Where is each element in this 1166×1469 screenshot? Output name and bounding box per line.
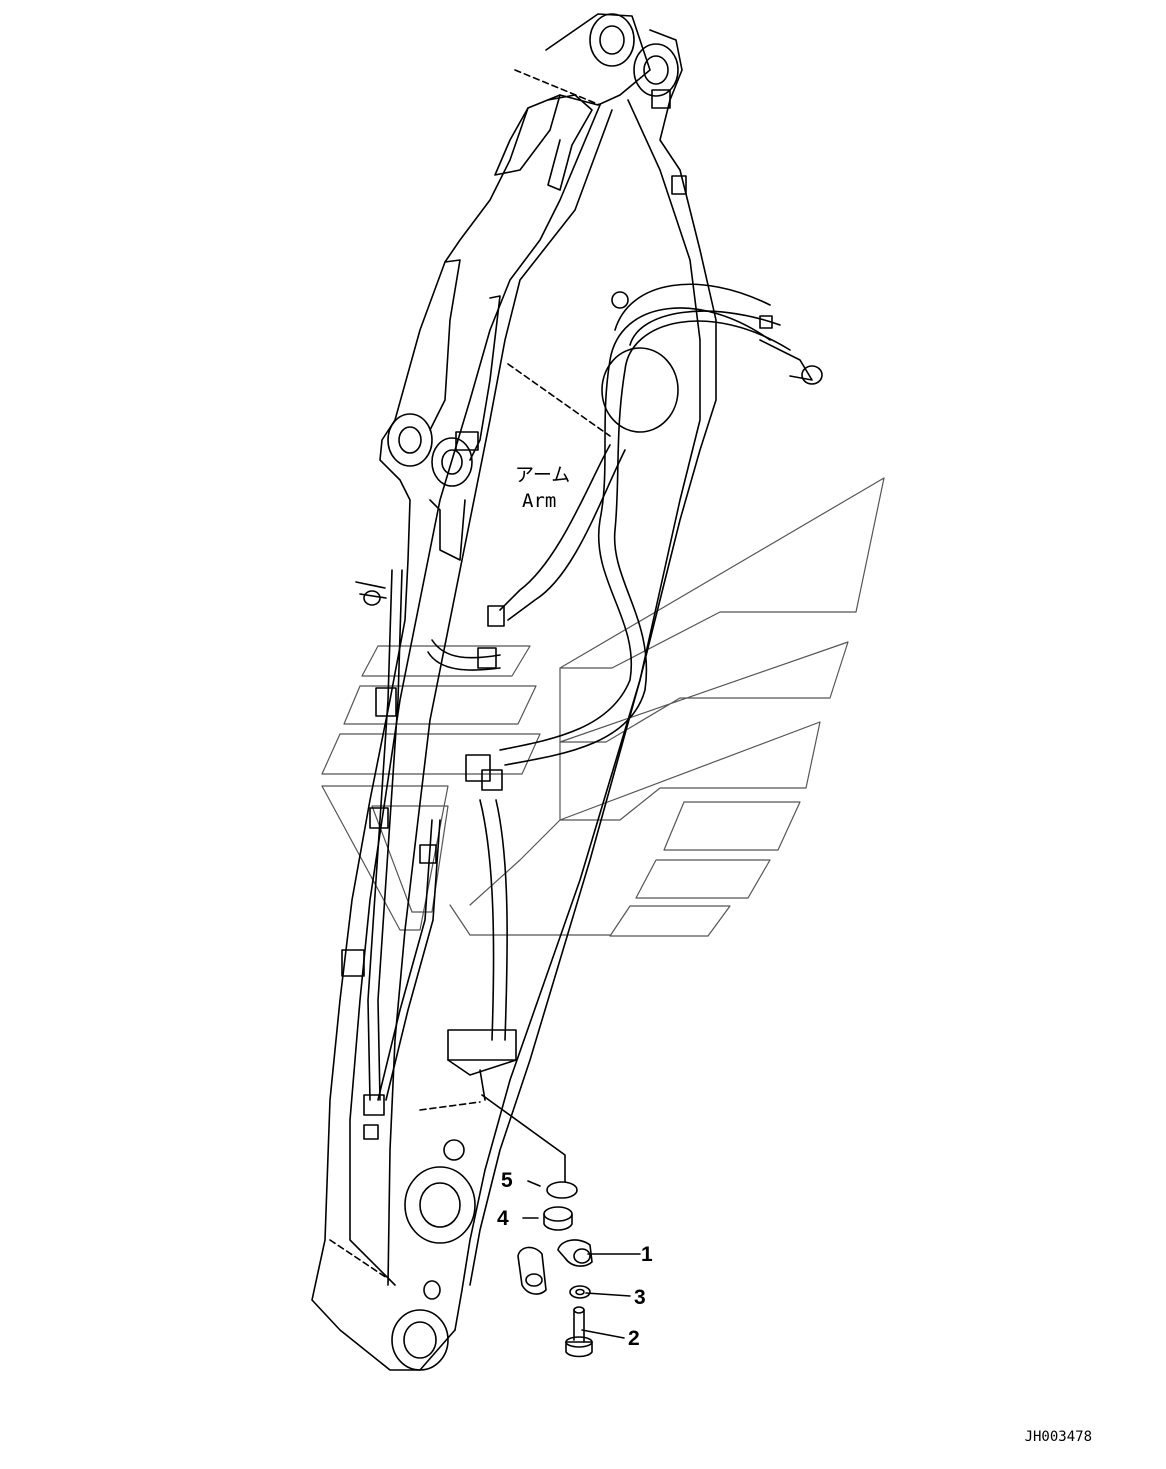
callout-2[interactable]: 2: [628, 1327, 640, 1350]
arm-body: [311, 13, 717, 1371]
exploded-parts: [517, 1181, 593, 1358]
part-5-plug: [546, 1181, 578, 1199]
leader-lines: [481, 1094, 641, 1339]
callout-1[interactable]: 1: [641, 1243, 653, 1266]
callout-4[interactable]: 4: [497, 1207, 509, 1230]
part-3-washer: [569, 1285, 591, 1299]
callout-5[interactable]: 5: [501, 1169, 513, 1192]
part-4-cap: [543, 1206, 573, 1231]
drawing-number: JH003478: [1024, 1429, 1092, 1445]
watermark-logo: [321, 477, 885, 937]
callout-3[interactable]: 3: [634, 1286, 646, 1309]
part-2-bolt: [565, 1306, 593, 1358]
hose-lines: [341, 89, 823, 1140]
part-1-clamp: [517, 1239, 593, 1295]
arm-label-english: Arm: [522, 490, 557, 512]
arm-label-japanese: アーム: [515, 464, 571, 486]
